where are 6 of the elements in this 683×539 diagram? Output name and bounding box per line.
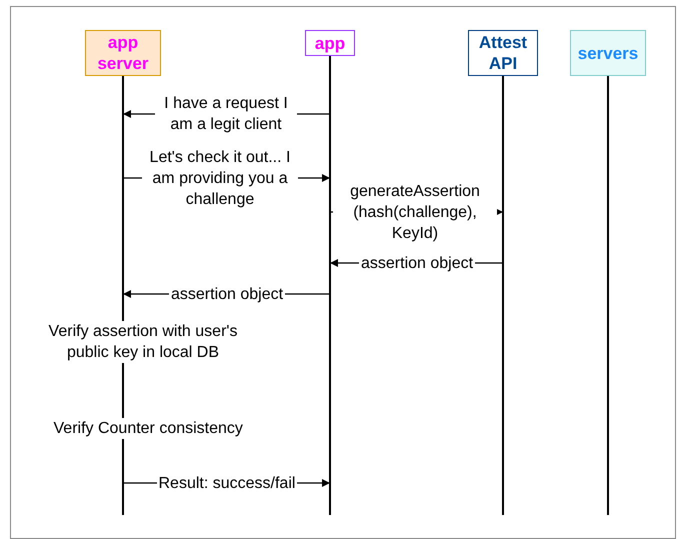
participant-box: app server (85, 30, 161, 76)
participant-box: servers (570, 30, 646, 76)
note-text: Verify Counter consistency (54, 418, 243, 439)
participant-box: Attest API (468, 30, 538, 76)
message-label: I have a request I am a legit client (155, 93, 297, 135)
participant-box: app (305, 30, 355, 56)
